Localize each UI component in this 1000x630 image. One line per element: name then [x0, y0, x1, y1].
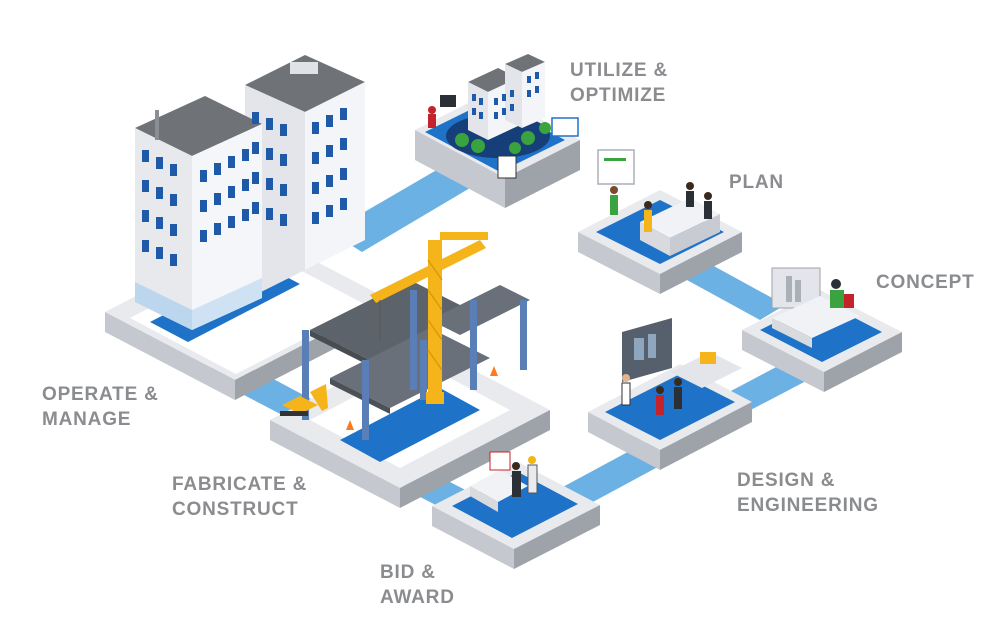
platform-fabricate	[270, 342, 550, 508]
label-bid-line2: AWARD	[380, 587, 455, 608]
label-fabricate-construct: FABRICATE & CONSTRUCT	[172, 472, 307, 522]
label-utilize-line1: UTILIZE &	[570, 60, 668, 81]
construction-site	[280, 232, 530, 440]
label-bid-award: BID & AWARD	[380, 560, 455, 610]
label-concept-line1: CONCEPT	[876, 272, 975, 293]
label-design-line1: DESIGN &	[737, 470, 836, 491]
design-scene	[621, 318, 742, 415]
label-plan-line1: PLAN	[729, 172, 784, 193]
label-bid-line1: BID &	[380, 562, 436, 583]
label-fabricate-line1: FABRICATE &	[172, 474, 308, 495]
label-plan: PLAN	[729, 170, 784, 195]
office-buildings	[135, 55, 365, 330]
label-operate-line2: MANAGE	[42, 409, 132, 430]
label-operate-manage: OPERATE & MANAGE	[42, 382, 159, 432]
label-utilize-line2: OPTIMIZE	[570, 85, 667, 106]
platform-design	[588, 364, 752, 470]
label-utilize-optimize: UTILIZE & OPTIMIZE	[570, 58, 668, 108]
label-fabricate-line2: CONSTRUCT	[172, 499, 299, 520]
platform-bid	[432, 462, 600, 569]
label-design-line2: ENGINEERING	[737, 495, 879, 516]
plan-scene	[597, 149, 720, 256]
label-design-engineering: DESIGN & ENGINEERING	[737, 468, 879, 518]
utilize-scene	[428, 54, 579, 179]
label-concept: CONCEPT	[876, 270, 975, 295]
bid-scene	[470, 451, 538, 512]
concept-scene	[771, 267, 860, 348]
label-operate-line1: OPERATE &	[42, 384, 159, 405]
